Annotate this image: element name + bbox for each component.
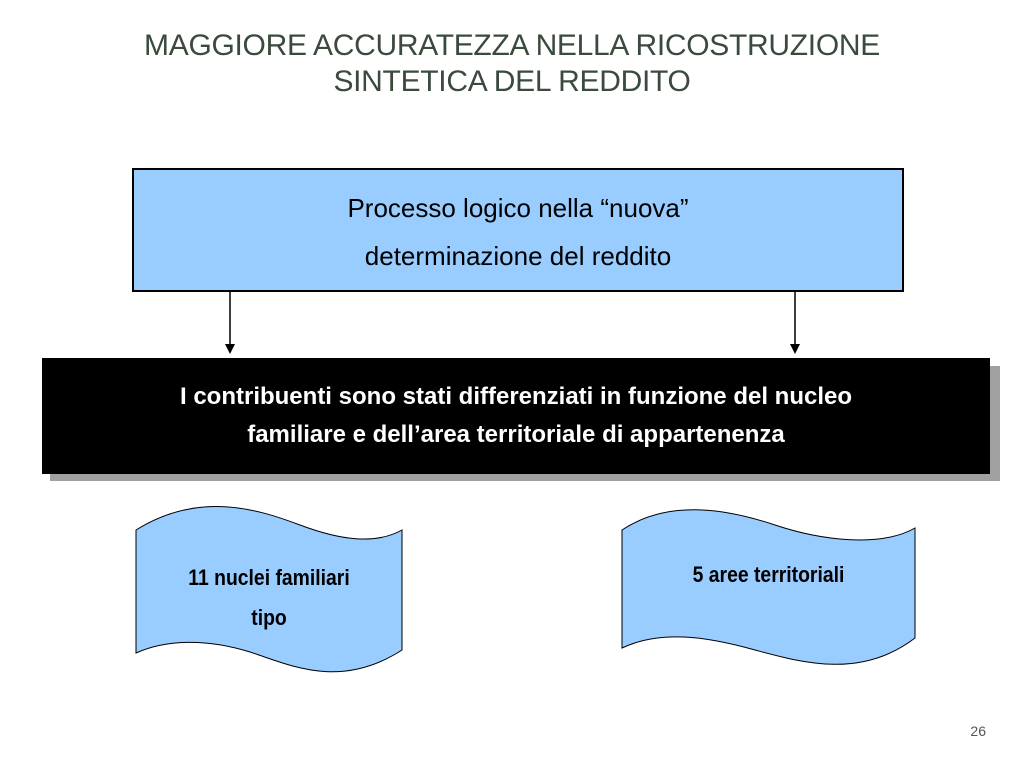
right-wave-shape — [621, 509, 916, 665]
page-number: 26 — [970, 723, 986, 739]
left-arrowhead-icon — [225, 344, 235, 354]
process-box-line-2: determinazione del reddito — [364, 241, 672, 271]
right-wave-label: 5 aree territoriali — [640, 555, 898, 595]
left-wave-label: 11 nuclei familiari tipo — [152, 558, 386, 638]
statement-line-2: familiare e dell’area territoriale di ap… — [247, 421, 785, 448]
process-box: Processo logico nella “nuova” determinaz… — [132, 168, 904, 292]
right-arrowhead-icon — [790, 344, 800, 354]
left-wave-line-1: 11 nuclei familiari — [188, 565, 350, 590]
slide-title: MAGGIORE ACCURATEZZA NELLA RICOSTRUZIONE… — [40, 28, 984, 100]
left-wave-line-2: tipo — [251, 605, 287, 630]
slide-title-line-2: SINTETICA DEL REDDITO — [333, 65, 691, 98]
statement-box: I contribuenti sono stati differenziati … — [42, 358, 990, 474]
slide-title-line-1: MAGGIORE ACCURATEZZA NELLA RICOSTRUZIONE — [144, 29, 880, 62]
statement-line-1: I contribuenti sono stati differenziati … — [179, 383, 853, 410]
right-wave-line-1: 5 aree territoriali — [692, 562, 845, 587]
left-wave-shape — [135, 506, 403, 673]
process-box-line-1: Processo logico nella “nuova” — [347, 193, 689, 223]
